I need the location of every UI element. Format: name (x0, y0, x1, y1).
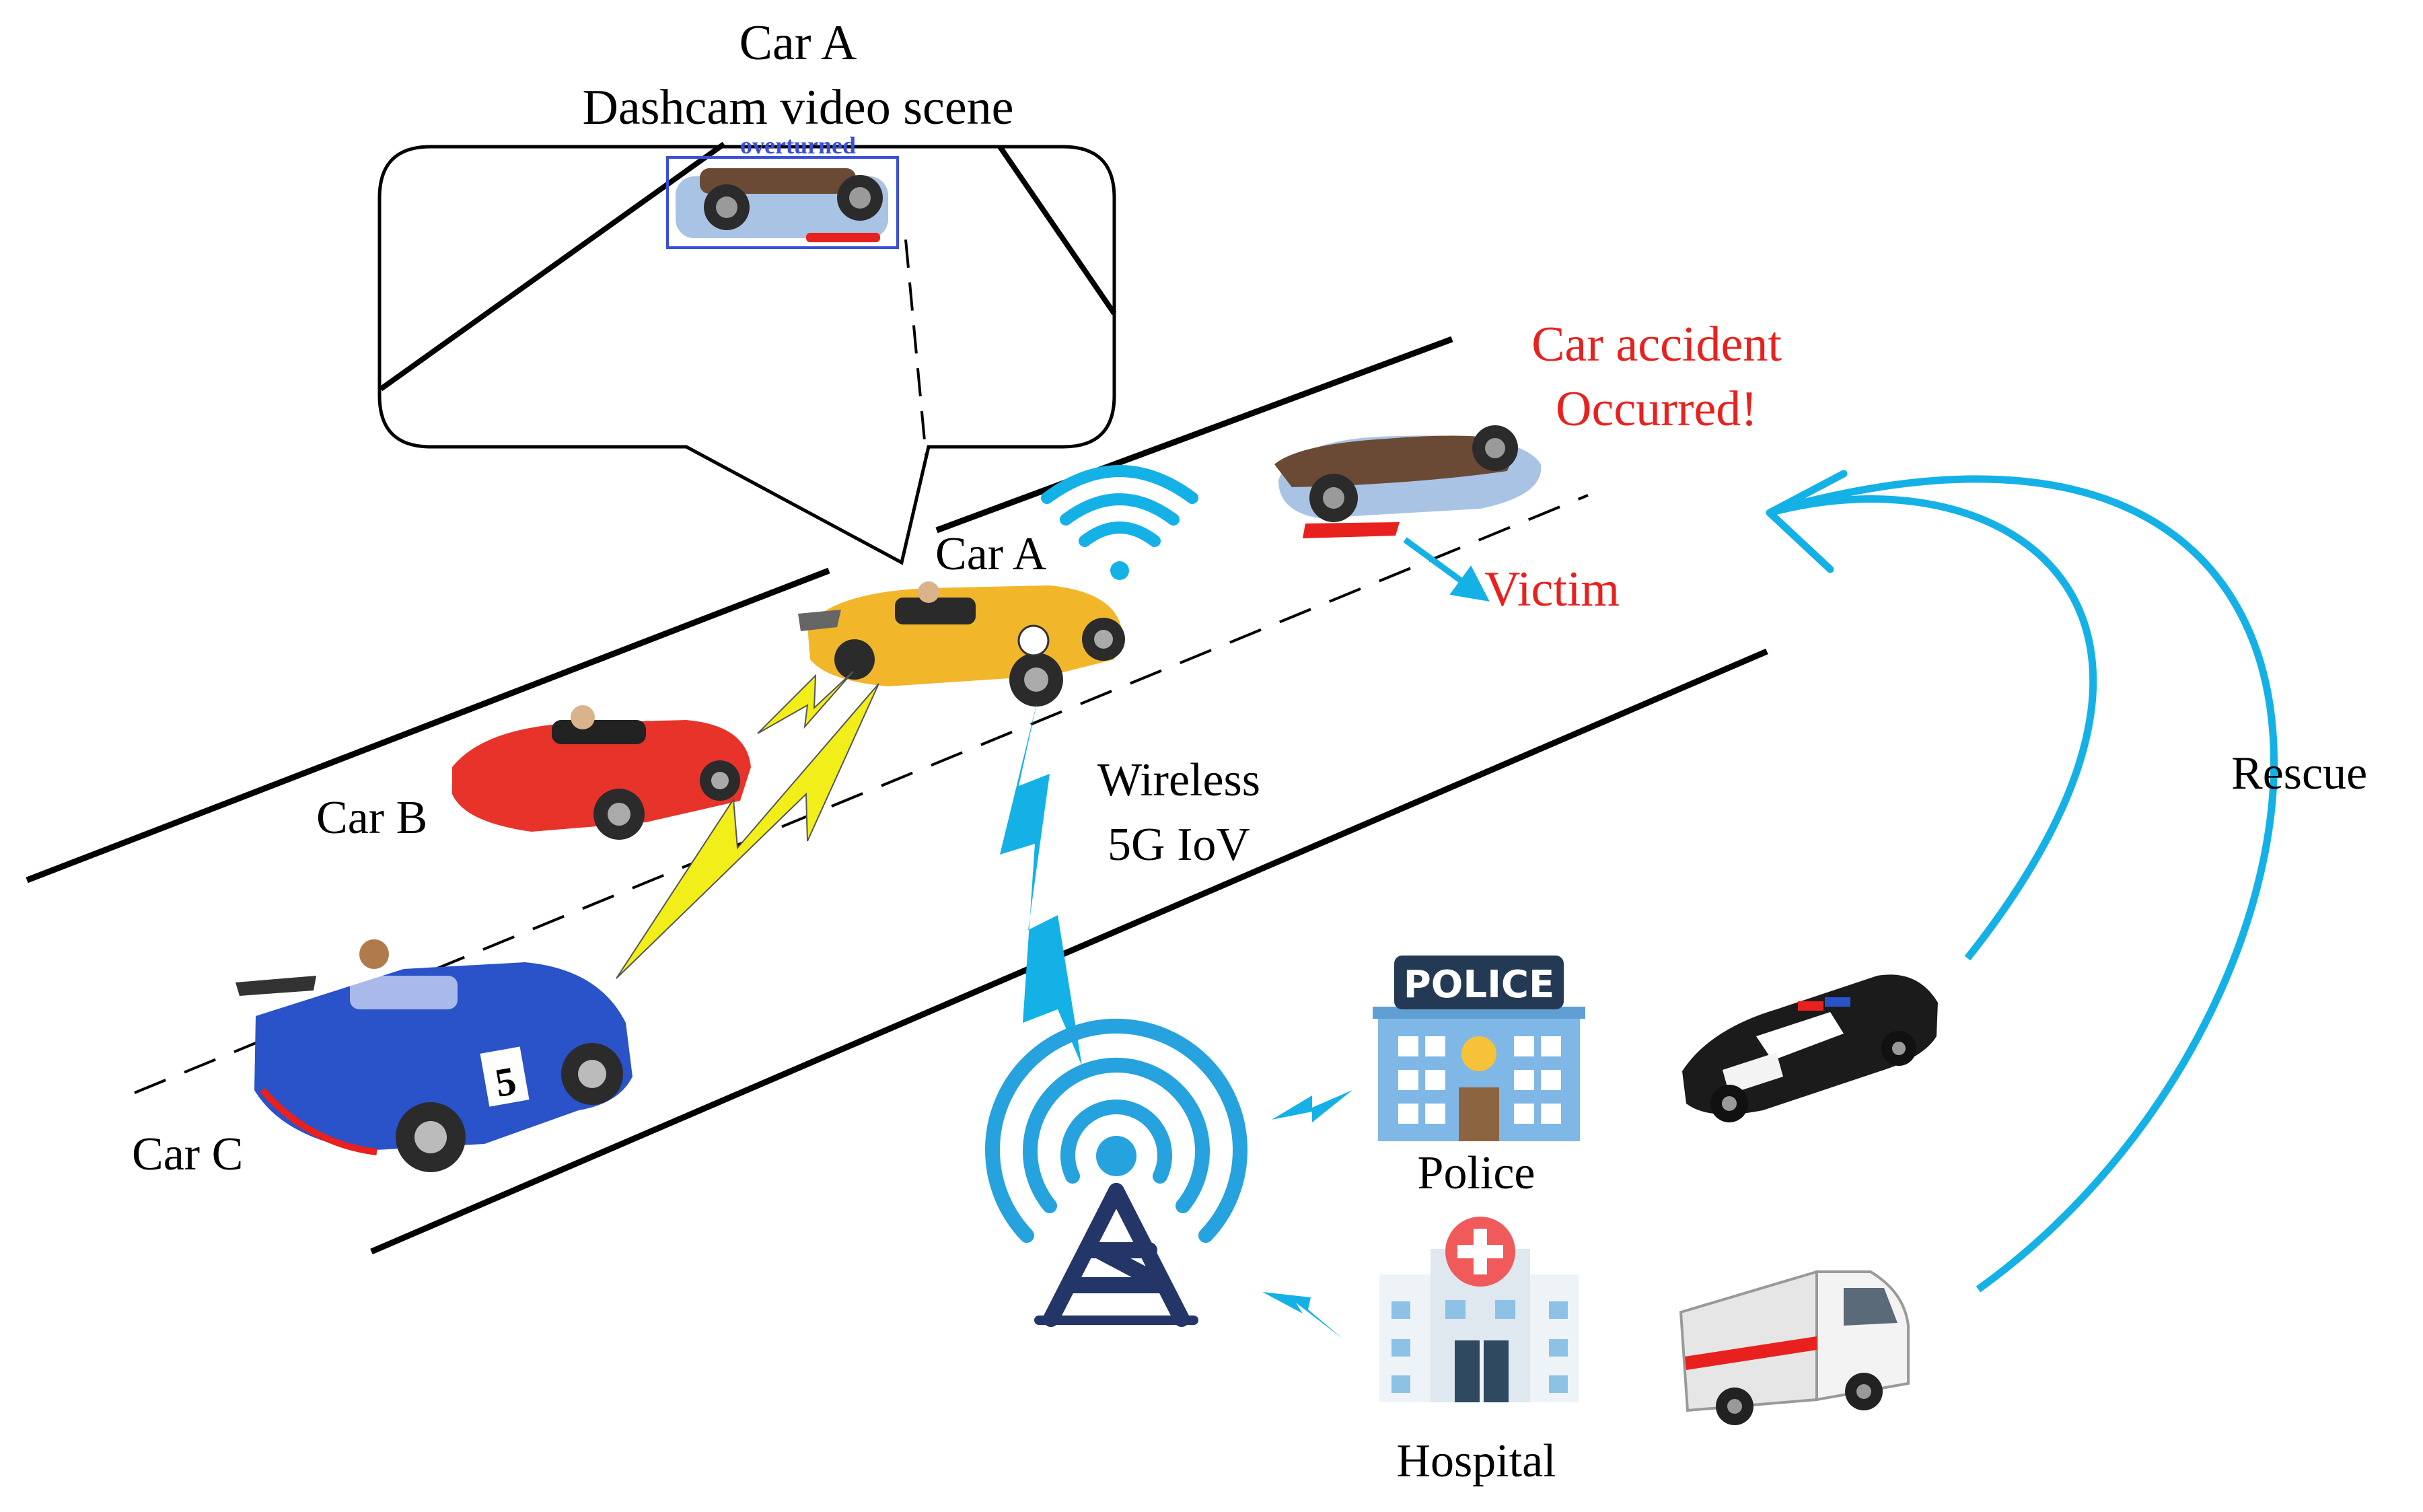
wireless-line2: 5G IoV (1108, 819, 1250, 871)
car-c: 5 (236, 939, 632, 1172)
dashcam-bubble (377, 141, 1117, 565)
car-b (452, 705, 751, 840)
victim-label: Victim (1484, 562, 1620, 617)
police-station-icon: POLICE (1373, 956, 1585, 1141)
car-c-label: Car C (132, 1128, 243, 1180)
police-car-icon (1682, 974, 1938, 1122)
detection-tag: overturned (740, 132, 856, 159)
rescue-label: Rescue (2231, 748, 2367, 799)
detection-box (666, 156, 899, 249)
overturned-car (1274, 425, 1542, 538)
dashcam-title-line2: Dashcam video scene (582, 80, 1013, 135)
cell-tower-icon (985, 1018, 1247, 1327)
police-label: Police (1418, 1147, 1535, 1199)
wifi-icon (1041, 465, 1198, 580)
lightning-b-to-a (757, 671, 854, 734)
lightning-tower-to-hospital (1262, 1292, 1343, 1339)
overturned-car-in-dashcam (676, 168, 888, 242)
lightning-a-to-tower (1000, 700, 1082, 1066)
police-sign: POLICE (1404, 963, 1555, 1007)
hospital-label: Hospital (1396, 1435, 1556, 1487)
dashcam-title-line1: Car A (739, 15, 857, 71)
car-a-label: Car A (935, 528, 1047, 580)
lightning-c-to-a (616, 683, 879, 979)
ambulance-icon (1679, 1270, 1910, 1425)
hospital-icon (1379, 1217, 1579, 1402)
road (26, 336, 1768, 1255)
car-a (798, 581, 1125, 707)
accident-line2: Occurred! (1556, 382, 1758, 437)
lightning-tower-to-police (1272, 1090, 1352, 1122)
accident-line1: Car accident (1531, 317, 1782, 372)
rescue-arrows (1766, 470, 2278, 1293)
victim-arrow (1403, 537, 1490, 602)
car-b-label: Car B (316, 792, 427, 844)
wireless-line1: Wireless (1097, 754, 1260, 806)
